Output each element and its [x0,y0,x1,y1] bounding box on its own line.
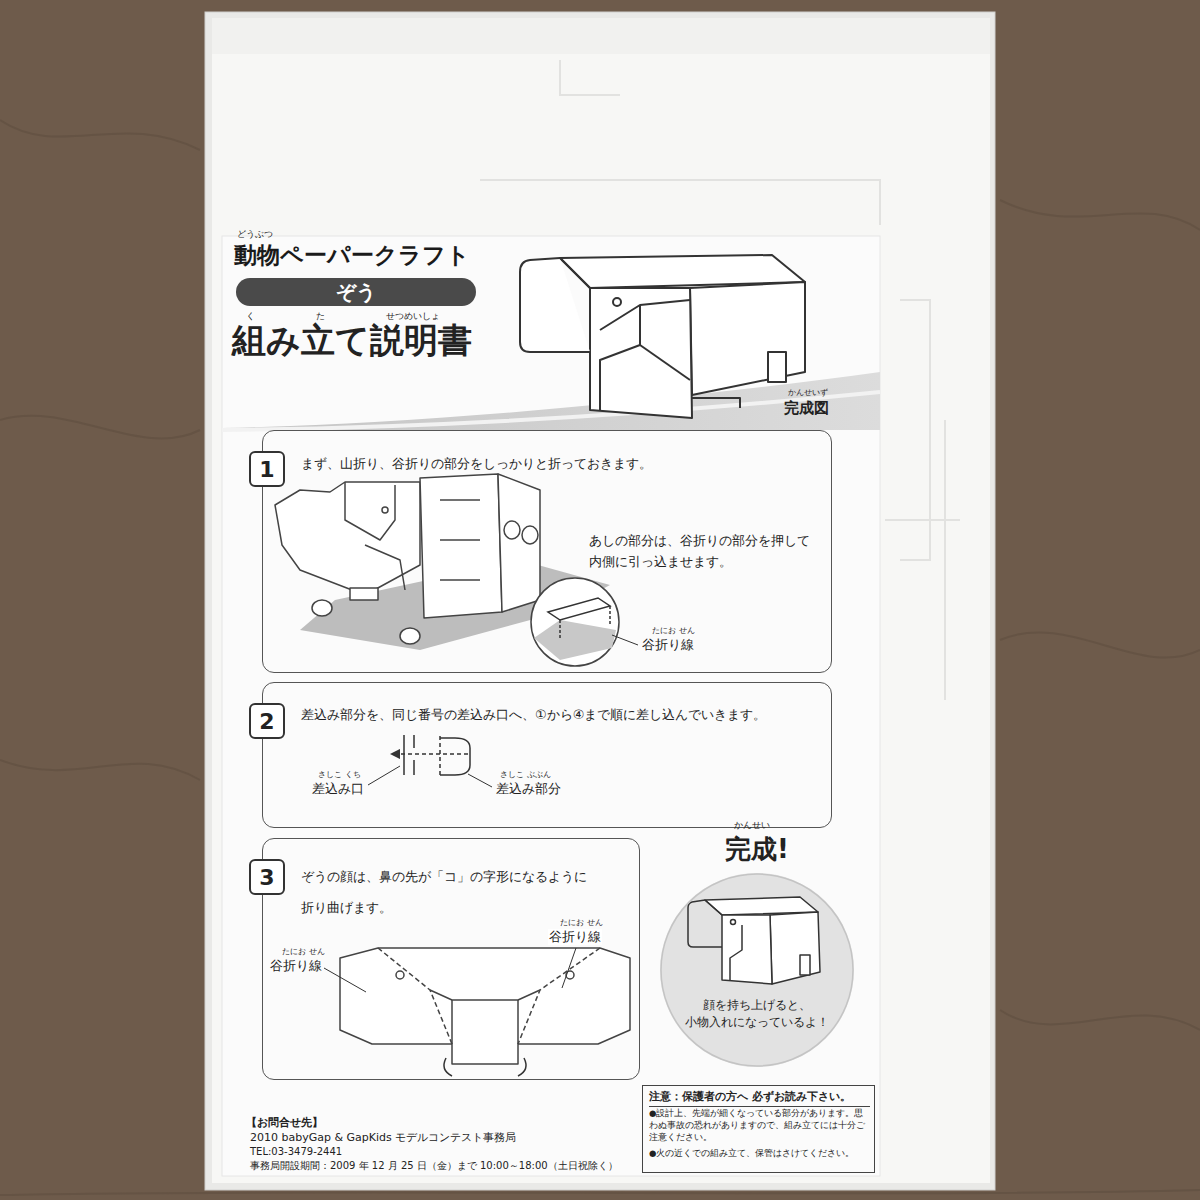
label: 【お問合せ先】 [246,1116,323,1129]
ruby-reading: かんせいず [788,388,828,398]
node-text: 3 [251,864,283,893]
step-box: 差込み部分を、同じ番号の差込み口へ、①から④まで順に差し込んでいきます。2 [262,682,832,828]
node-text: まず、山折り、谷折りの部分をしっかりと折っておきます。 [301,456,821,473]
ruby-reading: どうぶつ [237,229,273,240]
ruby-reading: かんせい [734,820,770,831]
label: 2010 babyGap & GapKids モデルコンテスト事務局 [250,1131,516,1144]
node-body-text: あしの部分は、谷折りの部分を押して 内側に引っ込ませます。 [589,531,825,573]
step-number: 3 [249,859,285,895]
notice-box: 注意：保護者の方へ 必ずお読み下さい。●設計上、先端が細くなっている部分がありま… [642,1085,875,1173]
mini-elephant [688,897,820,984]
node-body-text: ●設計上、先端が細くなっている部分があります。思わぬ事故の恐れがありますので、組… [649,1108,871,1144]
ruby-reading: たにお せん [282,947,325,957]
insertion-detail [368,735,492,787]
circle-outline [660,873,854,1067]
completion-circle-fill [660,873,854,1067]
step-number: 2 [249,703,285,739]
instruction-sheet [222,236,880,1176]
wood-grain [0,120,1200,1195]
label: 谷折り線 [270,958,322,974]
elephant-face [324,948,630,1076]
node-text: 1 [251,456,283,485]
label: 完成図 [784,399,829,417]
label: 谷折り線 [642,637,694,653]
step-box: まず、山折り、谷折りの部分をしっかりと折っておきます。あしの部分は、谷折りの部分… [262,430,832,673]
swoosh-highlight [222,392,880,430]
plastic-sleeve [205,12,995,1190]
label: 差込み口 [312,781,364,797]
node-text: 差込み部分を、同じ番号の差込み口へ、①から④まで順に差し込んでいきます。 [301,707,821,724]
zoom-detail [531,578,638,666]
ruby-reading: たにお せん [652,626,695,636]
node-body-text: 顔を持ち上げると、 小物入れになっているよ！ [672,997,842,1032]
label: 事務局開設期間：2009 年 12 月 25 日（金）まで 10:00～18:0… [250,1160,618,1172]
backing-sheet [212,18,990,1183]
label: 差込み部分 [496,781,561,797]
node-text: ぞうの顔は、鼻の先が「コ」の字形になるように 折り曲げます。 [301,861,626,923]
ruby-reading: たにお せん [560,918,603,928]
node-text: 2 [251,708,283,737]
node-body-text: ●火の近くでの組み立て、保管はさけてください。 [649,1148,871,1160]
ruby-reading: さしこ ぶぶん [500,770,551,780]
node-text: 注意：保護者の方へ 必ずお読み下さい。 [649,1090,870,1107]
sleeve-flap [212,18,990,54]
label: TEL:03-3479-2441 [250,1146,342,1158]
finished-elephant [520,255,805,418]
leader-line [612,635,638,645]
step-number: 1 [249,451,285,487]
ruby-reading: さしこ くち [318,770,361,780]
title-pill: ぞう [236,278,476,306]
completion-circle: 完成!顔を持ち上げると、 小物入れになっているよ！ [660,873,854,1067]
label: 谷折り線 [548,929,602,945]
label: 組み立て説明書 [232,320,472,361]
node-text: ぞう [236,279,476,305]
node-text: 完成! [650,833,864,867]
title: 動物ペーパークラフト [234,242,470,270]
